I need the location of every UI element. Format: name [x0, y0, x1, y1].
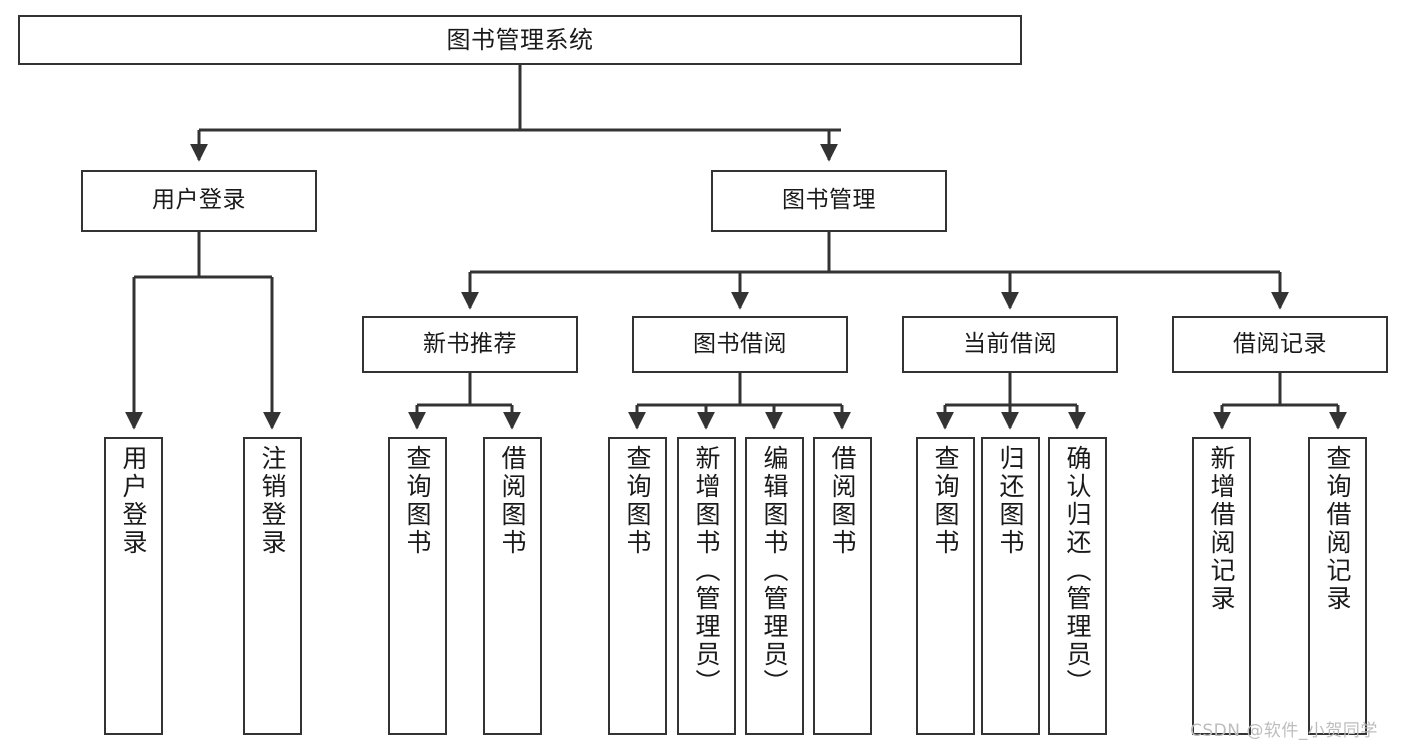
node-label: 借阅记录 — [1233, 330, 1327, 357]
node-label: 查询图书 — [931, 445, 960, 557]
leaf-logout[interactable]: 注销登录 — [243, 437, 302, 735]
leaf-query-book-recommend[interactable]: 查询图书 — [388, 437, 447, 735]
node-label: 借阅图书 — [828, 445, 857, 557]
node-label: 借阅图书 — [498, 445, 527, 557]
node-label: 查询图书 — [403, 445, 432, 557]
node-label: 归还图书 — [996, 445, 1025, 557]
leaf-borrow-book-recommend[interactable]: 借阅图书 — [483, 437, 542, 735]
leaf-add-book-admin[interactable]: 新增图书（管理员） — [677, 437, 736, 735]
node-root-book-management-system[interactable]: 图书管理系统 — [18, 15, 1022, 65]
node-label: 图书管理 — [782, 187, 876, 214]
node-current-borrow[interactable]: 当前借阅 — [902, 316, 1118, 373]
node-new-book-recommend[interactable]: 新书推荐 — [362, 316, 578, 373]
leaf-edit-book-admin[interactable]: 编辑图书（管理员） — [745, 437, 804, 735]
node-label: 查询图书 — [623, 445, 652, 557]
node-book-management[interactable]: 图书管理 — [711, 170, 947, 232]
leaf-query-book-current[interactable]: 查询图书 — [916, 437, 975, 735]
leaf-query-borrow-record[interactable]: 查询借阅记录 — [1308, 437, 1367, 735]
leaf-user-login[interactable]: 用户登录 — [104, 437, 163, 735]
leaf-confirm-return-admin[interactable]: 确认归还（管理员） — [1048, 437, 1107, 735]
node-label: 查询借阅记录 — [1323, 445, 1352, 613]
node-label: 图书借阅 — [693, 330, 787, 357]
leaf-query-book-borrow[interactable]: 查询图书 — [608, 437, 667, 735]
leaf-add-borrow-record[interactable]: 新增借阅记录 — [1192, 437, 1251, 735]
node-label: 当前借阅 — [963, 330, 1057, 357]
node-label: 用户登录 — [152, 187, 246, 214]
leaf-borrow-book[interactable]: 借阅图书 — [813, 437, 872, 735]
node-book-borrow[interactable]: 图书借阅 — [632, 316, 848, 373]
node-label: 新增图书（管理员） — [692, 445, 721, 697]
node-borrow-record[interactable]: 借阅记录 — [1172, 316, 1388, 373]
node-label: 新书推荐 — [423, 330, 517, 357]
csdn-watermark: CSDN @软件_小贺同学 — [1190, 721, 1378, 741]
node-label: 用户登录 — [119, 445, 148, 557]
node-label: 确认归还（管理员） — [1063, 445, 1092, 697]
node-label: 图书管理系统 — [446, 25, 594, 54]
node-label: 新增借阅记录 — [1207, 445, 1236, 613]
leaf-return-book[interactable]: 归还图书 — [981, 437, 1040, 735]
node-label: 编辑图书（管理员） — [760, 445, 789, 697]
node-label: 注销登录 — [258, 445, 287, 557]
node-user-login[interactable]: 用户登录 — [81, 170, 317, 232]
